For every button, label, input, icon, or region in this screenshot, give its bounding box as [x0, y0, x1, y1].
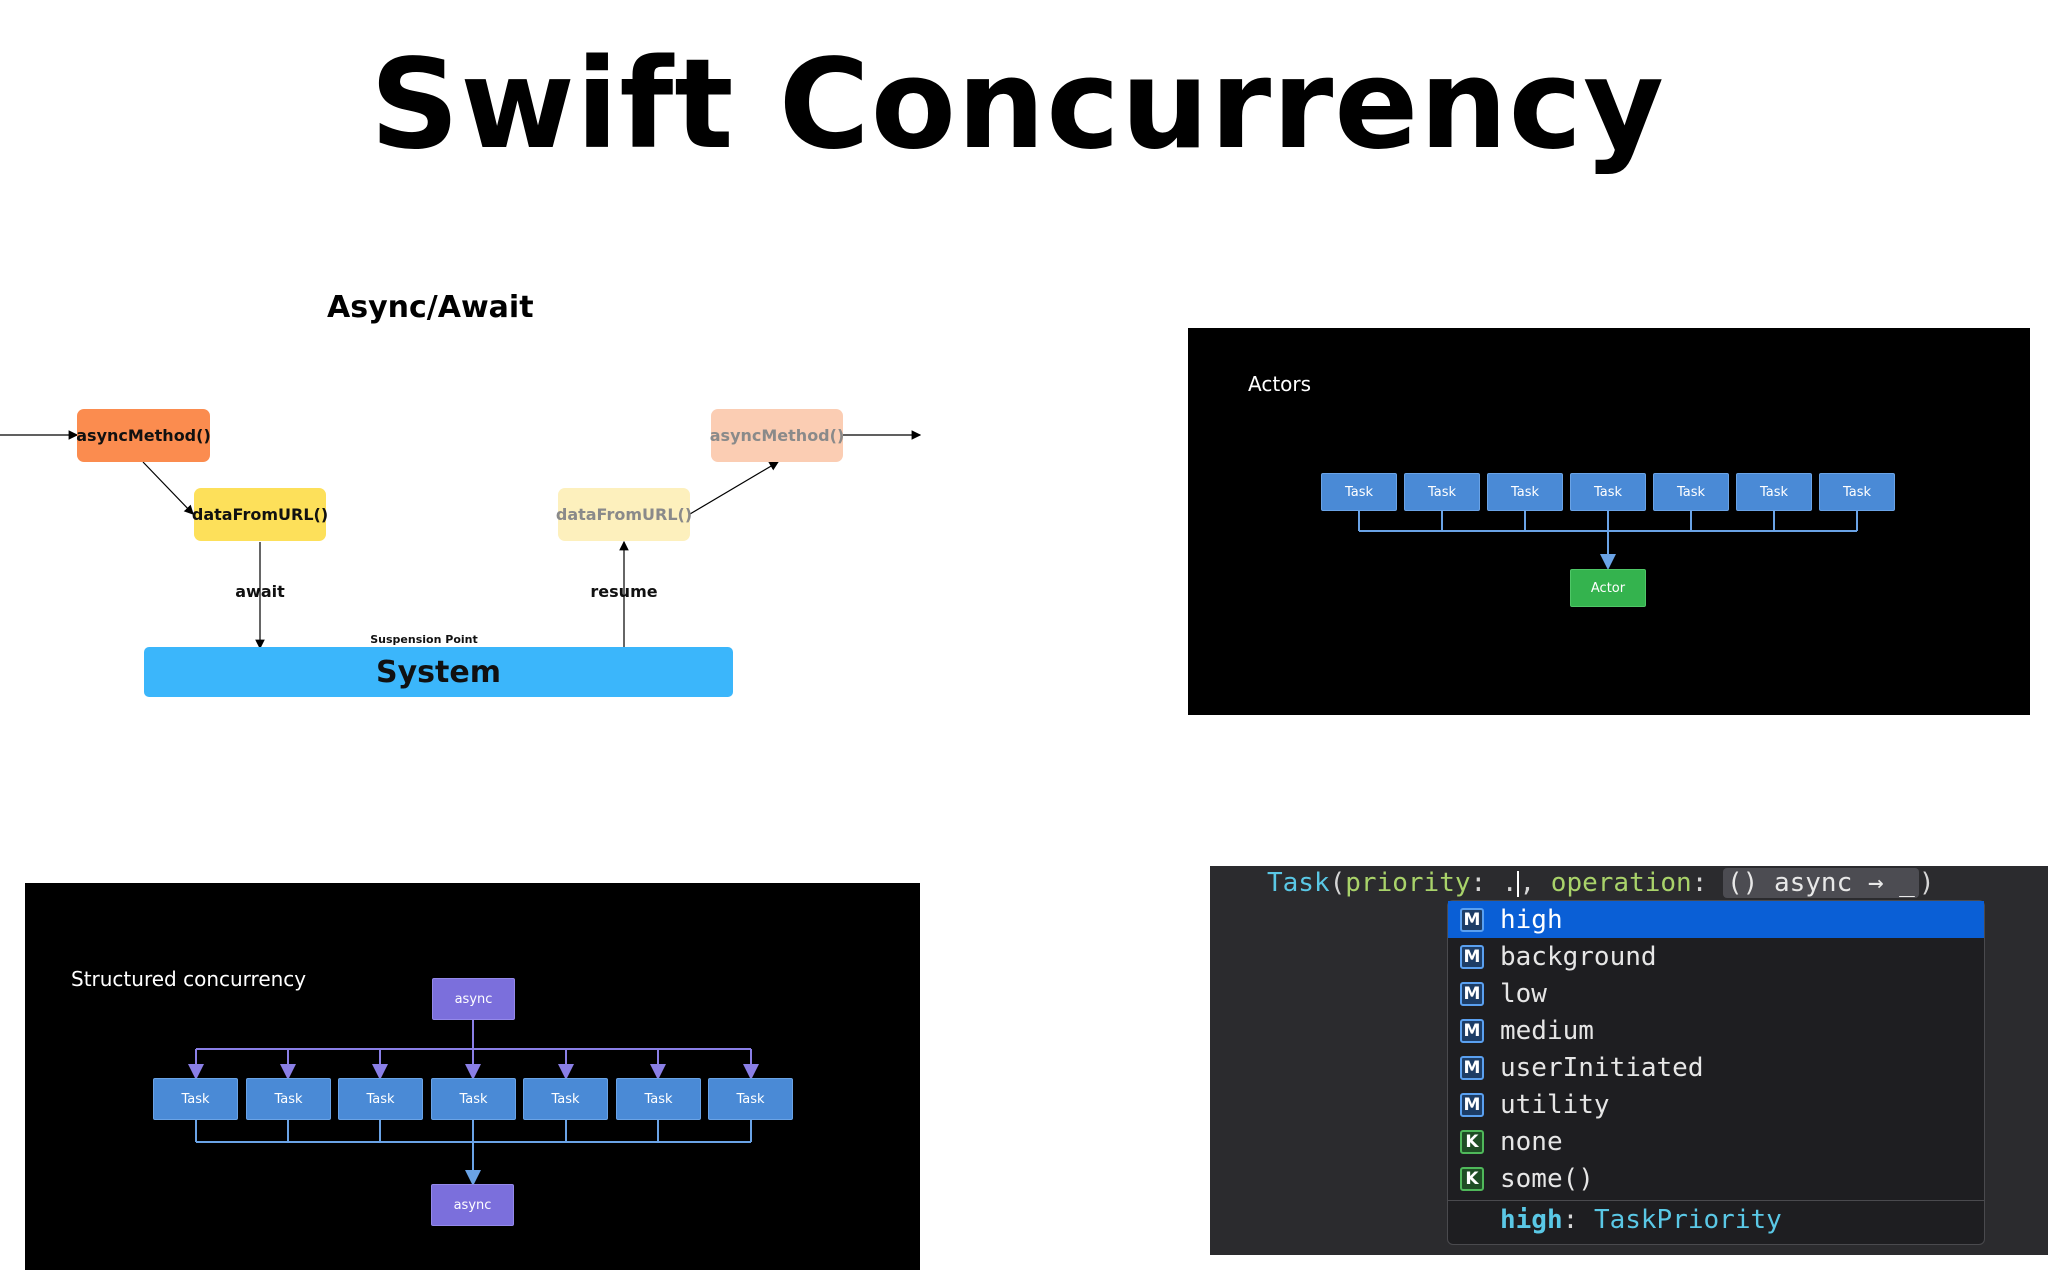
- closure-placeholder[interactable]: () async → _: [1723, 868, 1919, 898]
- actor-task: Task: [1487, 473, 1563, 511]
- resume-label: resume: [590, 582, 658, 601]
- param-operation: operation: [1550, 868, 1692, 898]
- actor-task: Task: [1819, 473, 1895, 511]
- method-icon: M: [1460, 1055, 1484, 1080]
- actors-connectors: [1358, 511, 1858, 570]
- completion-label: background: [1500, 941, 1657, 972]
- completion-footer: high: TaskPriority: [1500, 1205, 1782, 1235]
- structured-task: Task: [523, 1078, 608, 1120]
- actor-box: Actor: [1570, 569, 1646, 607]
- async-parent-box: async: [432, 978, 515, 1020]
- completion-item-high[interactable]: M high: [1448, 901, 1984, 938]
- actor-task: Task: [1736, 473, 1812, 511]
- actor-task: Task: [1570, 473, 1646, 511]
- param-priority: priority: [1345, 868, 1471, 898]
- data-from-url-box: dataFromURL(): [192, 488, 328, 541]
- method-icon: M: [1460, 981, 1484, 1006]
- completion-label: medium: [1500, 1015, 1594, 1046]
- async-result-box: async: [431, 1184, 514, 1226]
- structured-task: Task: [153, 1078, 238, 1120]
- async-method-faded-box: asyncMethod(): [710, 409, 844, 462]
- completion-label: high: [1500, 904, 1563, 935]
- method-icon: M: [1460, 1092, 1484, 1117]
- completion-label: low: [1500, 978, 1547, 1009]
- keyword-icon: K: [1460, 1129, 1484, 1154]
- system-bar: System: [144, 647, 733, 697]
- structured-task: Task: [246, 1078, 331, 1120]
- actors-panel: Actors Task Task Task Task Task Task Tas…: [1188, 328, 2030, 715]
- completion-label: none: [1500, 1126, 1563, 1157]
- method-icon: M: [1460, 1018, 1484, 1043]
- actor-task: Task: [1653, 473, 1729, 511]
- data-from-url-faded-box: dataFromURL(): [556, 488, 692, 541]
- structured-task: Task: [616, 1078, 701, 1120]
- completion-item-none[interactable]: K none: [1448, 1123, 1984, 1160]
- popup-divider: [1448, 1200, 1984, 1201]
- completion-item-background[interactable]: M background: [1448, 938, 1984, 975]
- call-arrow: [142, 461, 194, 515]
- async-await-title: Async/Await: [327, 290, 534, 325]
- actor-task: Task: [1321, 473, 1397, 511]
- structured-task: Task: [708, 1078, 793, 1120]
- code-editor: Task(priority: ., operation: () async → …: [1210, 866, 2048, 1255]
- method-icon: M: [1460, 944, 1484, 969]
- structured-task: Task: [431, 1078, 516, 1120]
- completion-item-low[interactable]: M low: [1448, 975, 1984, 1012]
- text-cursor: [1517, 870, 1520, 897]
- completion-label: userInitiated: [1500, 1052, 1704, 1083]
- completion-item-medium[interactable]: M medium: [1448, 1012, 1984, 1049]
- completion-label: some(): [1500, 1163, 1594, 1194]
- type-name: Task: [1267, 868, 1330, 898]
- completion-popup: M high M background M low M medium M use…: [1447, 900, 1985, 1245]
- actor-task: Task: [1404, 473, 1480, 511]
- async-await-connectors: [0, 430, 922, 650]
- page-title: Swift Concurrency: [369, 33, 1666, 177]
- structured-concurrency-title: Structured concurrency: [71, 967, 307, 991]
- footer-type: TaskPriority: [1593, 1205, 1782, 1235]
- footer-name: high: [1500, 1205, 1563, 1235]
- suspension-point-label: Suspension Point: [370, 633, 478, 646]
- keyword-icon: K: [1460, 1166, 1484, 1191]
- async-method-box: asyncMethod(): [76, 409, 211, 462]
- return-arrow: [689, 461, 780, 515]
- method-icon: M: [1460, 907, 1484, 932]
- structured-task: Task: [338, 1078, 423, 1120]
- completion-label: utility: [1500, 1089, 1610, 1120]
- structured-connectors: [188, 1020, 759, 1186]
- actors-title: Actors: [1248, 372, 1312, 396]
- completion-item-some[interactable]: K some(): [1448, 1160, 1984, 1197]
- await-label: await: [235, 582, 285, 601]
- completion-item-utility[interactable]: M utility: [1448, 1086, 1984, 1123]
- code-line: Task(priority: ., operation: () async → …: [1267, 868, 1935, 898]
- structured-concurrency-panel: Structured concurrency: [25, 883, 920, 1270]
- completion-item-user-initiated[interactable]: M userInitiated: [1448, 1049, 1984, 1086]
